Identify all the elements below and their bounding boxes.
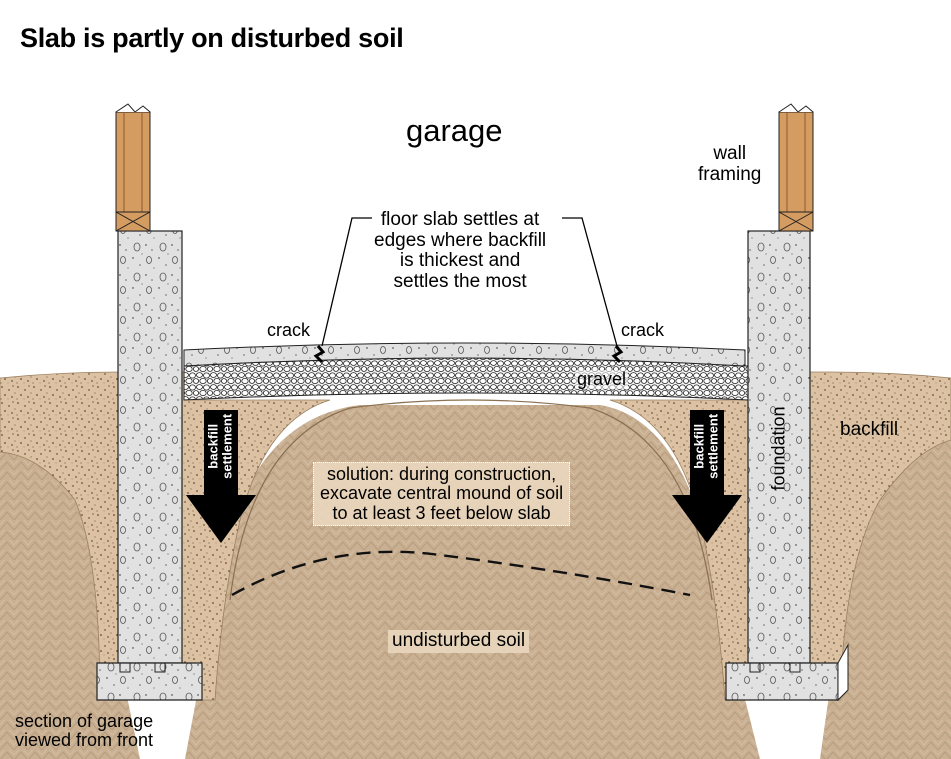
section-note-line-1: section of garage	[15, 711, 154, 731]
section-note-line-2: viewed from front	[15, 730, 154, 751]
wall-framing-left	[115, 103, 151, 232]
slab-note-line-1: floor slab settles at	[380, 209, 540, 230]
slab-note-line-2: edges where backfill	[374, 229, 547, 251]
crack-left-mark	[313, 345, 326, 364]
settlement-label-right: backfill settlement	[691, 403, 722, 489]
leader-line-left	[321, 217, 372, 347]
footing-right	[725, 662, 839, 701]
garage-label: garage	[406, 113, 503, 148]
settlement-left-line-2: settlement	[220, 413, 235, 479]
backfill-label: backfill	[840, 419, 899, 440]
slab-note-line-3: is thickest and	[399, 250, 521, 272]
central-mound	[229, 399, 713, 601]
settlement-arrow-left	[186, 410, 256, 543]
crack-right-mark	[611, 345, 624, 364]
gravel-layer	[183, 357, 749, 401]
section-note: section of garage viewed from front	[15, 711, 154, 751]
settlement-right-line-2: settlement	[706, 413, 721, 479]
solution-line-3: to at least 3 feet below slab	[332, 502, 551, 523]
leader-line-right	[562, 217, 618, 347]
crack-left-label: crack	[267, 320, 311, 340]
crack-right-label: crack	[621, 320, 665, 340]
floor-slab	[183, 342, 746, 367]
slab-settlement-note: floor slab settles at edges where backfi…	[374, 209, 547, 292]
undisturbed-soil-label: undisturbed soil	[388, 630, 530, 653]
slab-note-line-4: settles the most	[393, 270, 527, 292]
solution-line-1: solution: during construction,	[327, 464, 557, 484]
wall-framing-line-2: framing	[698, 163, 762, 185]
settlement-right-line-1: backfill	[691, 423, 707, 469]
excavation-line	[231, 550, 691, 597]
solution-line-2: excavate central mound of soil	[320, 483, 564, 504]
undisturbed-soil	[0, 405, 951, 759]
solution-note: solution: during construction, excavate …	[313, 462, 571, 527]
foundation-right	[747, 230, 811, 664]
gravel-label: gravel	[575, 369, 629, 390]
foundation-left	[117, 230, 183, 664]
settlement-arrow-right	[672, 410, 742, 543]
diagram-title: Slab is partly on disturbed soil	[20, 23, 404, 53]
wall-framing-right	[778, 103, 814, 232]
footing-left	[96, 662, 203, 701]
settlement-left-line-1: backfill	[205, 423, 221, 469]
wall-framing-label: wall framing	[698, 143, 762, 185]
settlement-label-left: backfill settlement	[205, 403, 236, 489]
foundation-label: foundation	[768, 406, 789, 491]
wall-framing-line-1: wall	[713, 143, 747, 164]
